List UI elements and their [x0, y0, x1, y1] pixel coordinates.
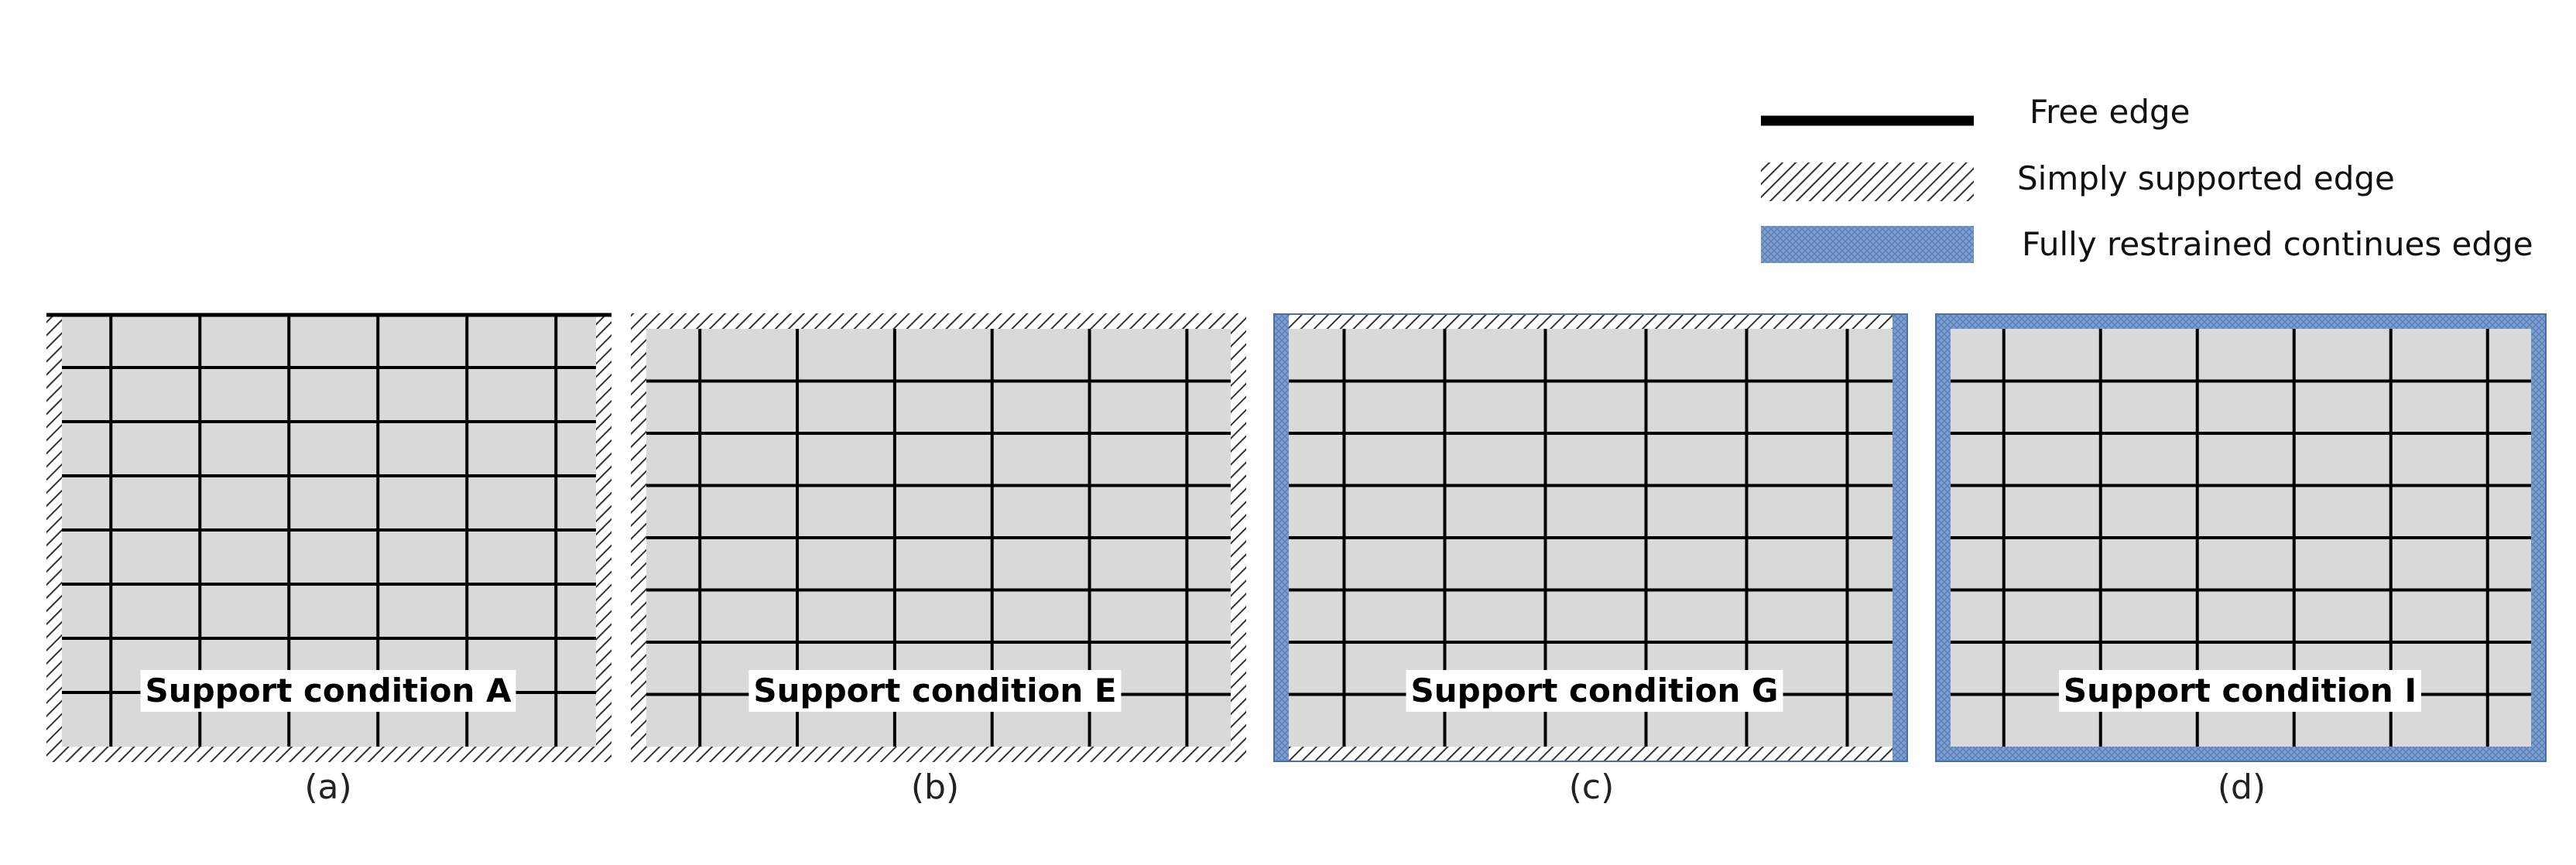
edge-top-simply-supported	[1273, 313, 1908, 329]
edge-top-simply-supported	[631, 313, 1246, 329]
edge-left-simply-supported	[631, 313, 646, 762]
edge-left-restrained	[1273, 313, 1289, 762]
panel-c-caption: (c)	[1568, 768, 1615, 807]
panel-a-caption: (a)	[304, 768, 352, 807]
mortar-lines	[646, 329, 1231, 747]
panel-d-caption: (d)	[2217, 768, 2266, 807]
panel-a-label: Support condition A	[140, 670, 516, 712]
restrained-outline	[1273, 313, 1908, 762]
legend-restrained-swatch	[1761, 226, 1974, 263]
edge-right-simply-supported	[596, 313, 611, 762]
edge-top-restrained	[1935, 313, 2547, 329]
edge-left-simply-supported	[46, 313, 62, 762]
legend-simply-supported-swatch	[1761, 162, 1974, 201]
panel-d-label: Support condition I	[2058, 670, 2422, 712]
edge-right-simply-supported	[1231, 313, 1246, 762]
wall-panel-b	[631, 313, 1246, 762]
edge-left-restrained	[1935, 313, 1951, 762]
panel-b-caption: (b)	[910, 768, 960, 807]
edge-bottom-restrained	[1935, 747, 2547, 762]
mortar-lines	[1951, 329, 2531, 747]
mortar-lines	[1289, 329, 1893, 747]
edge-bottom-simply-supported	[46, 747, 611, 762]
edge-bottom-simply-supported	[1273, 747, 1908, 762]
edge-bottom-simply-supported	[631, 747, 1246, 762]
edge-right-restrained	[1893, 313, 1908, 762]
legend-simply-supported-label: Simply supported edge	[2017, 159, 2395, 197]
legend-restrained-label: Fully restrained continues edge	[2022, 225, 2533, 263]
panel-b-label: Support condition E	[748, 670, 1122, 712]
edge-right-restrained	[2531, 313, 2547, 762]
restrained-outline	[1935, 313, 2547, 762]
panel-c-label: Support condition G	[1406, 670, 1783, 712]
panels-group	[46, 313, 2547, 762]
legend-free-edge-label: Free edge	[2030, 93, 2191, 131]
